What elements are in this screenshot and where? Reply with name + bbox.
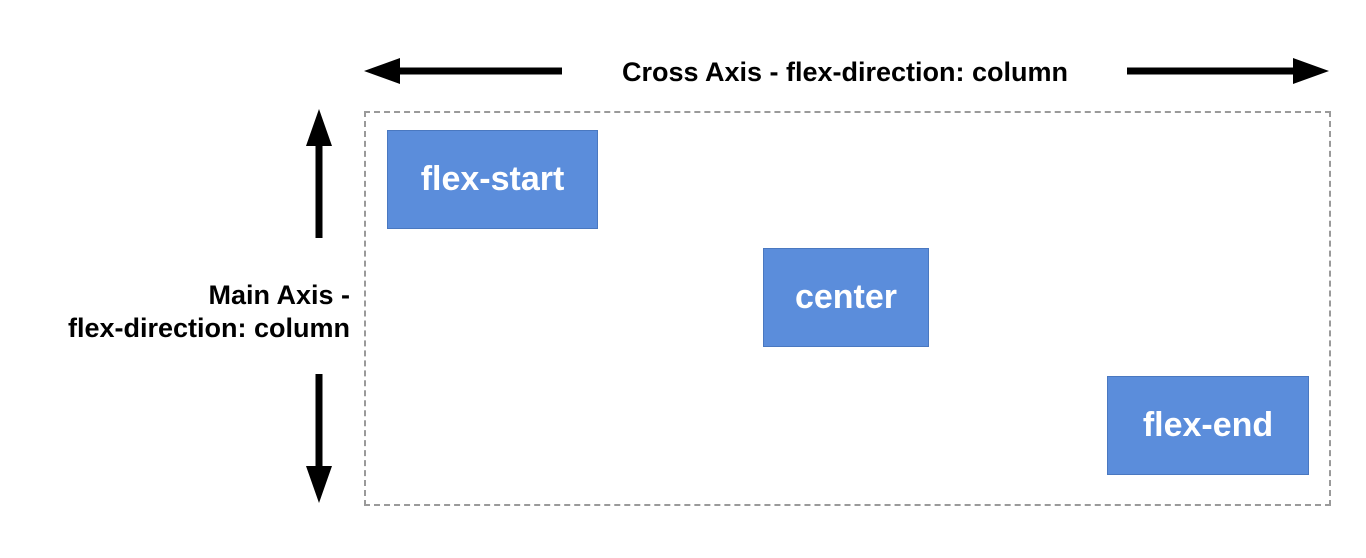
flex-start-item: flex-start	[387, 130, 598, 229]
cross-axis-label: Cross Axis - flex-direction: column	[621, 57, 1069, 87]
cross-axis-left-arrow	[364, 58, 562, 84]
main-axis-label: Main Axis - flex-direction: column	[10, 279, 350, 345]
main-axis-label-line2: flex-direction: column	[67, 313, 350, 343]
center-item: center	[763, 248, 929, 347]
main-axis-down-arrow	[306, 374, 332, 503]
cross-axis-right-arrow	[1127, 58, 1329, 84]
main-axis-label-line1: Main Axis -	[208, 280, 350, 310]
main-axis-up-arrow	[306, 109, 332, 238]
flex-container	[364, 111, 1331, 506]
flex-end-item: flex-end	[1107, 376, 1309, 475]
